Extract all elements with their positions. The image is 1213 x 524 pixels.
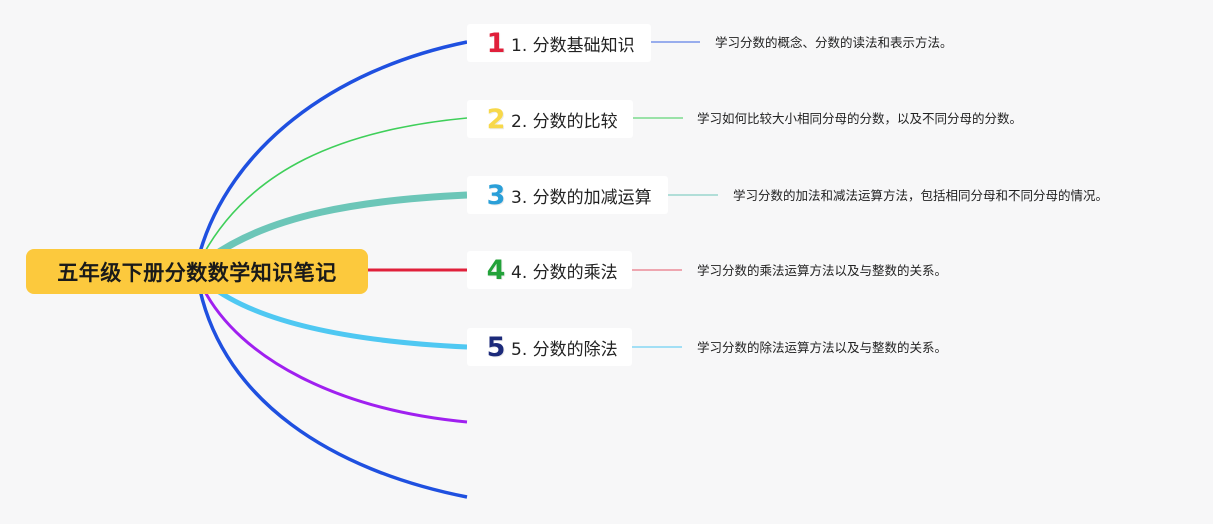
branch-2-label: 2. 分数的比较 xyxy=(511,111,618,132)
number-2-icon: 2 xyxy=(486,103,506,135)
link-branch-3 xyxy=(207,191,468,261)
link-branch-empty-1 xyxy=(201,287,468,424)
branch-3-detail[interactable]: 学习分数的加法和减法运算方法，包括相同分母和不同分母的情况。 xyxy=(733,188,1109,203)
branch-5-detail[interactable]: 学习分数的除法运算方法以及与整数的关系。 xyxy=(697,340,948,355)
branch-1-detail[interactable]: 学习分数的概念、分数的读法和表示方法。 xyxy=(715,35,953,50)
number-1-icon: 1 xyxy=(486,27,506,59)
number-3-icon: 3 xyxy=(486,179,506,211)
link-branch-empty-2 xyxy=(198,289,468,499)
branch-3-label: 3. 分数的加减运算 xyxy=(511,187,652,208)
branch-3[interactable]: 3 3. 分数的加减运算 xyxy=(467,176,668,214)
branch-5[interactable]: 5 5. 分数的除法 xyxy=(467,328,632,366)
branch-4-label: 4. 分数的乘法 xyxy=(511,262,618,283)
link-branch-5 xyxy=(206,282,468,350)
root-topic[interactable]: 五年级下册分数数学知识笔记 xyxy=(26,249,368,294)
branch-4-detail[interactable]: 学习分数的乘法运算方法以及与整数的关系。 xyxy=(697,263,948,278)
root-title: 五年级下册分数数学知识笔记 xyxy=(57,260,337,285)
number-5-icon: 5 xyxy=(486,331,506,363)
number-4-icon: 4 xyxy=(486,254,506,286)
branch-2[interactable]: 2 2. 分数的比较 xyxy=(467,100,633,138)
branch-2-detail[interactable]: 学习如何比较大小相同分母的分数，以及不同分母的分数。 xyxy=(697,111,1023,126)
branch-1[interactable]: 1 1. 分数基础知识 xyxy=(467,24,651,62)
link-branch-1 xyxy=(198,40,468,253)
branch-5-label: 5. 分数的除法 xyxy=(511,339,618,360)
link-branch-2 xyxy=(202,117,468,256)
branch-1-label: 1. 分数基础知识 xyxy=(511,35,635,56)
branch-4[interactable]: 4 4. 分数的乘法 xyxy=(467,251,632,289)
